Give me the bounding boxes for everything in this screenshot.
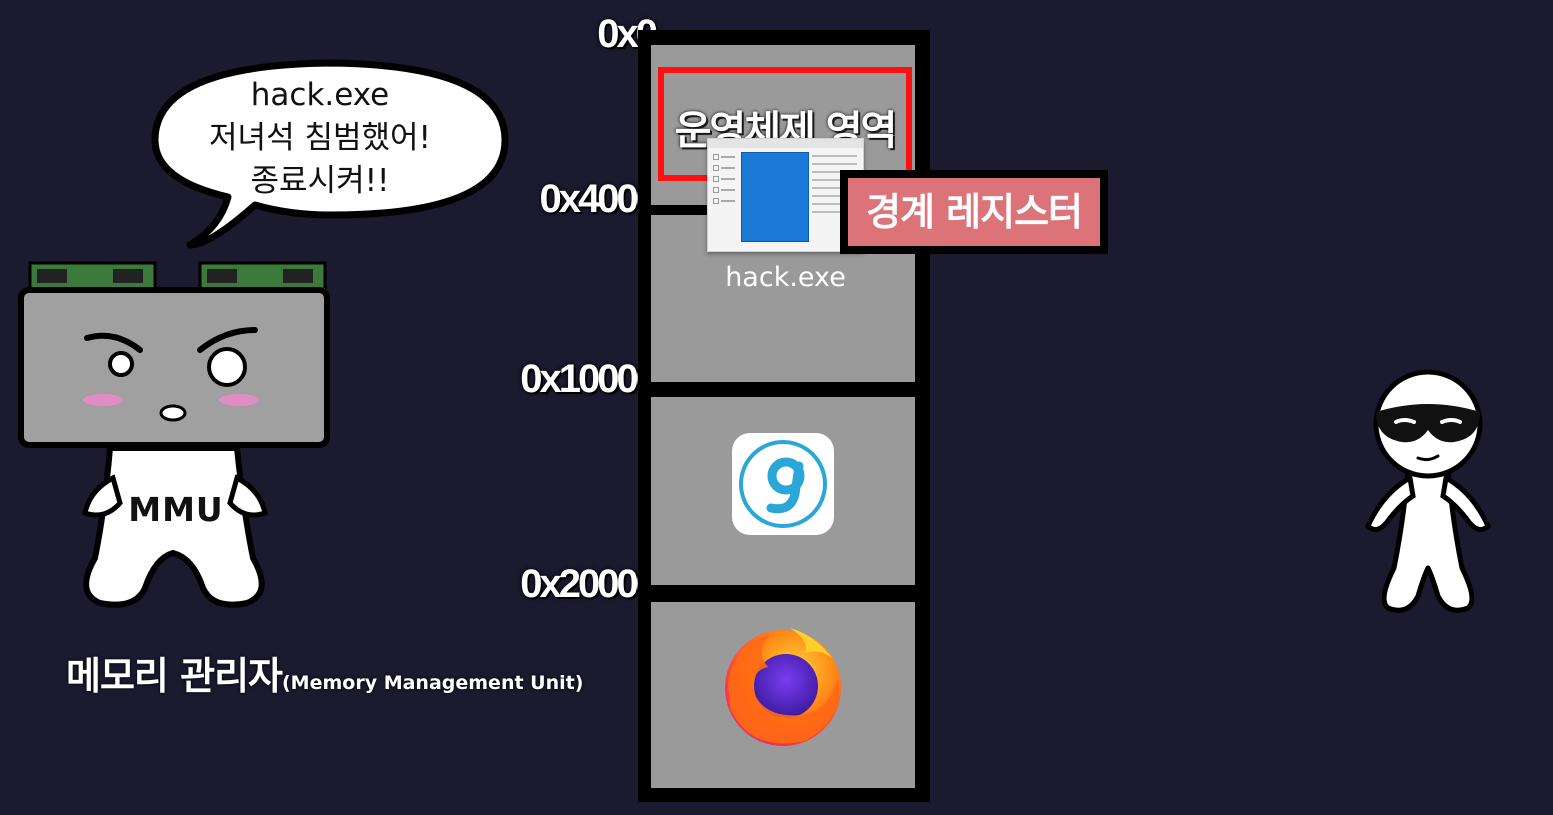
- speech-bubble-text: hack.exe 저녀석 침범했어! 종료시켜!!: [170, 74, 470, 203]
- mmu-caption: 메모리 관리자(Memory Management Unit): [66, 645, 583, 700]
- hack-exe-label: hack.exe: [725, 262, 846, 293]
- firefox-icon: [725, 628, 841, 746]
- address-label: 0x4000: [539, 177, 658, 221]
- address-label: 0x20000: [520, 562, 658, 606]
- caption-english: (Memory Management Unit): [282, 672, 584, 694]
- speech-line: 종료시켜!!: [250, 163, 390, 199]
- speech-line: hack.exe: [250, 77, 390, 113]
- caption-korean: 메모리 관리자: [66, 654, 283, 698]
- masked-thief-character: [1365, 369, 1491, 613]
- address-label: 0x10000: [520, 357, 658, 401]
- g-app-icon: [732, 433, 834, 535]
- speech-line: 저녀석 침범했어!: [209, 120, 431, 156]
- boundary-register-tag: 경계 레지스터: [840, 170, 1108, 254]
- window-document-icon: [707, 138, 864, 252]
- mmu-character: [18, 261, 330, 608]
- boundary-register-label: 경계 레지스터: [848, 178, 1100, 246]
- speech-bubble: [151, 59, 509, 249]
- address-label: 0x0: [597, 12, 658, 56]
- mmu-label: MMU: [128, 490, 224, 529]
